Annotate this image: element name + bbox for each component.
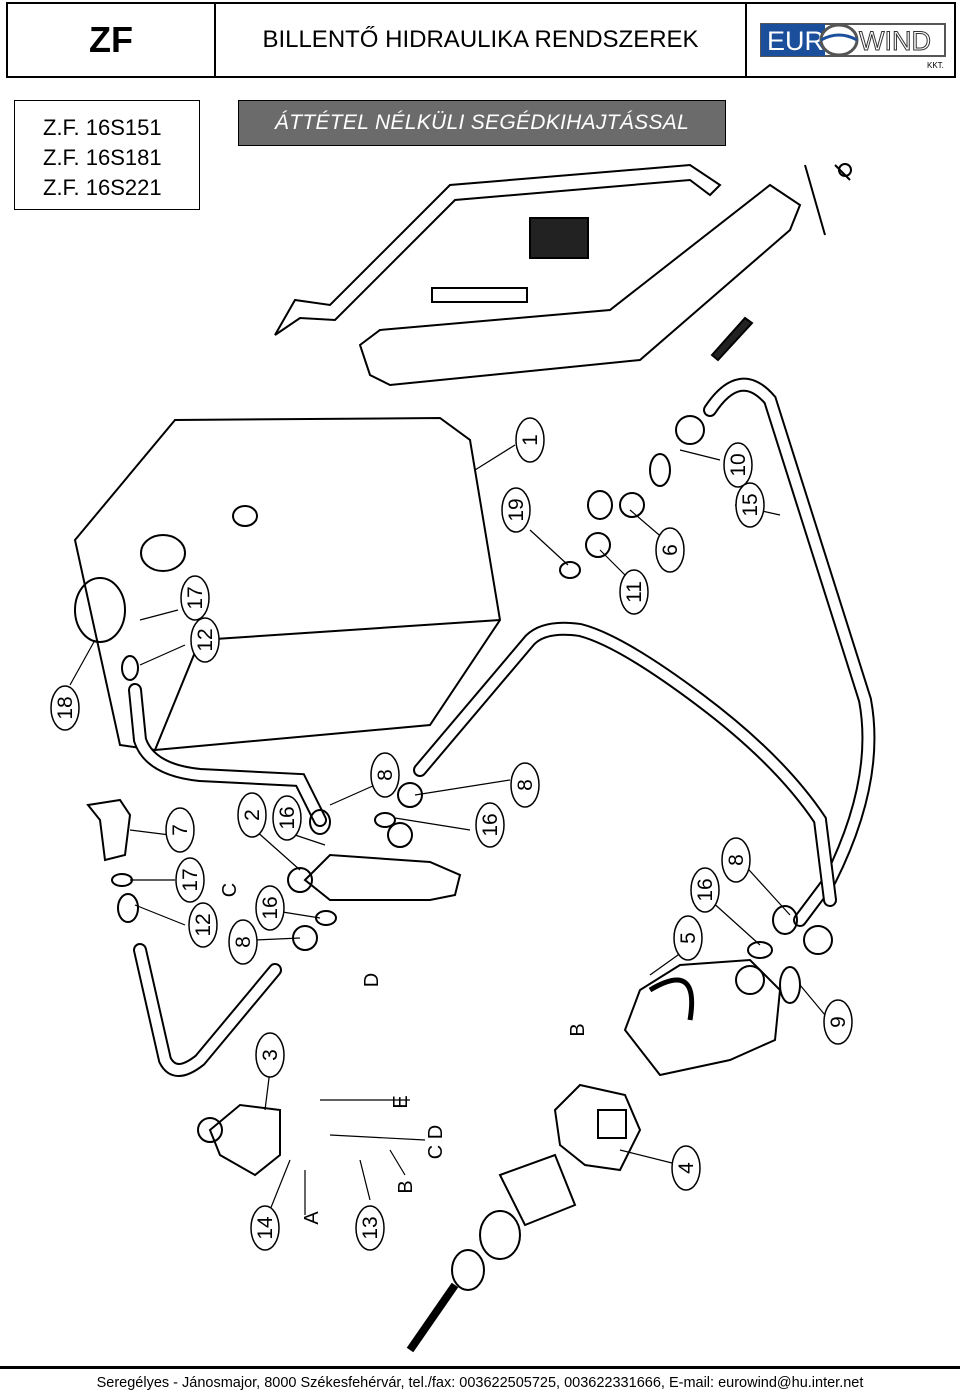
bracket-strip	[431, 287, 528, 303]
fitting-12	[121, 655, 139, 681]
bracket-clip	[710, 316, 754, 362]
logo-suffix: KKT.	[927, 61, 944, 70]
tank-filler-cap	[140, 534, 186, 572]
hose-fitting-9	[779, 966, 801, 1004]
callout-8: 8	[374, 769, 397, 781]
valve-block	[303, 853, 462, 901]
callout-16: 16	[259, 896, 282, 919]
callout-16: 16	[694, 878, 717, 901]
callout-CD: C D	[425, 1125, 447, 1159]
control-valve	[208, 1103, 281, 1177]
callout-7: 7	[169, 824, 192, 836]
model-list: Z.F. 16S151 Z.F. 16S181 Z.F. 16S221	[14, 100, 200, 210]
logo-text-right: WIND	[859, 26, 931, 56]
callout-C: C	[219, 883, 241, 897]
bracket-bolt	[804, 164, 851, 236]
callout-8: 8	[725, 854, 748, 866]
pto-bearing	[479, 1210, 521, 1260]
pto-spline	[597, 1109, 627, 1139]
bracket-plate	[529, 217, 589, 259]
seal-16d	[747, 941, 773, 959]
callout-13: 13	[359, 1216, 382, 1239]
mounting-rail	[358, 183, 802, 387]
nut-6b	[587, 490, 613, 520]
logo-graphic: EUR WIND KKT.	[759, 23, 946, 70]
callout-5: 5	[677, 932, 700, 944]
bolt	[838, 163, 852, 177]
logo-text-left: EUR	[767, 26, 824, 56]
callout-6: 6	[659, 544, 682, 556]
callout-labels: 1 10 15 19 6 11 17 12 18 8 8 16 7 2 16 1…	[54, 434, 850, 1240]
callout-19: 19	[505, 498, 528, 521]
callout-4: 4	[675, 1162, 698, 1174]
callout-12: 12	[194, 628, 217, 651]
tank-level-gauge	[74, 577, 126, 643]
callout-16: 16	[276, 806, 299, 829]
model-item: Z.F. 16S221	[43, 175, 162, 200]
callout-2: 2	[241, 809, 264, 821]
seal-16c	[315, 910, 337, 926]
footer-contact: Seregélyes - Jánosmajor, 8000 Székesfehé…	[0, 1366, 960, 1394]
callout-8: 8	[514, 779, 537, 791]
pto-gasket	[498, 1153, 577, 1227]
rotation-arrow	[648, 977, 695, 1021]
power-take-off	[553, 1083, 642, 1172]
seal-17	[111, 873, 133, 887]
valve-port	[387, 822, 413, 848]
callout-D: D	[361, 973, 383, 987]
fittings	[111, 163, 852, 1004]
hose-clamp-10	[675, 415, 705, 445]
adapter-11	[585, 532, 611, 558]
seal-ring-19	[559, 561, 581, 579]
callout-17: 17	[179, 868, 202, 891]
diagram-subtitle: ÁTTÉTEL NÉLKÜLI SEGÉDKIHAJTÁSSAL	[238, 100, 726, 146]
callout-8: 8	[232, 936, 255, 948]
quick-release-7	[86, 798, 132, 862]
pump-port	[735, 965, 765, 995]
callout-15: 15	[739, 493, 762, 516]
valve-end-cap	[287, 867, 313, 893]
fitting-8d	[772, 905, 798, 935]
callout-9: 9	[827, 1016, 850, 1028]
callout-B: B	[395, 1180, 417, 1193]
model-item: Z.F. 16S181	[43, 145, 162, 170]
hose-fitting-10	[649, 453, 671, 487]
header: ZF BILLENTŐ HIDRAULIKA RENDSZEREK EUR WI…	[6, 2, 956, 78]
tank-breather	[232, 505, 258, 527]
callout-11: 11	[623, 581, 646, 603]
document-code: ZF	[8, 4, 216, 76]
hose-clamp-9	[803, 925, 833, 955]
nut-6	[619, 492, 645, 518]
callout-ovals	[50, 417, 853, 1251]
fitting-8	[397, 782, 423, 808]
fitting-12b	[117, 893, 139, 923]
callout-18: 18	[54, 696, 77, 719]
callout-10: 10	[727, 453, 750, 476]
callout-E: E	[390, 1095, 412, 1108]
gear-pump	[623, 958, 782, 1077]
document-title: BILLENTŐ HIDRAULIKA RENDSZEREK	[216, 4, 747, 76]
callout-17: 17	[184, 586, 207, 609]
mounting-bracket	[274, 163, 722, 336]
callout-16: 16	[479, 813, 502, 836]
control-knob	[197, 1117, 223, 1143]
seal-16	[374, 812, 396, 828]
eurowind-logo: EUR WIND KKT.	[747, 4, 954, 76]
fitting-8b	[309, 809, 331, 835]
callout-3: 3	[259, 1049, 282, 1061]
callout-1: 1	[519, 434, 542, 446]
model-item: Z.F. 16S151	[43, 115, 162, 140]
callout-B: B	[567, 1023, 589, 1036]
callout-A: A	[301, 1211, 323, 1225]
callout-12: 12	[192, 913, 215, 936]
pto-shaft	[406, 1282, 459, 1353]
pto-gear	[451, 1249, 485, 1291]
callout-14: 14	[254, 1216, 277, 1240]
